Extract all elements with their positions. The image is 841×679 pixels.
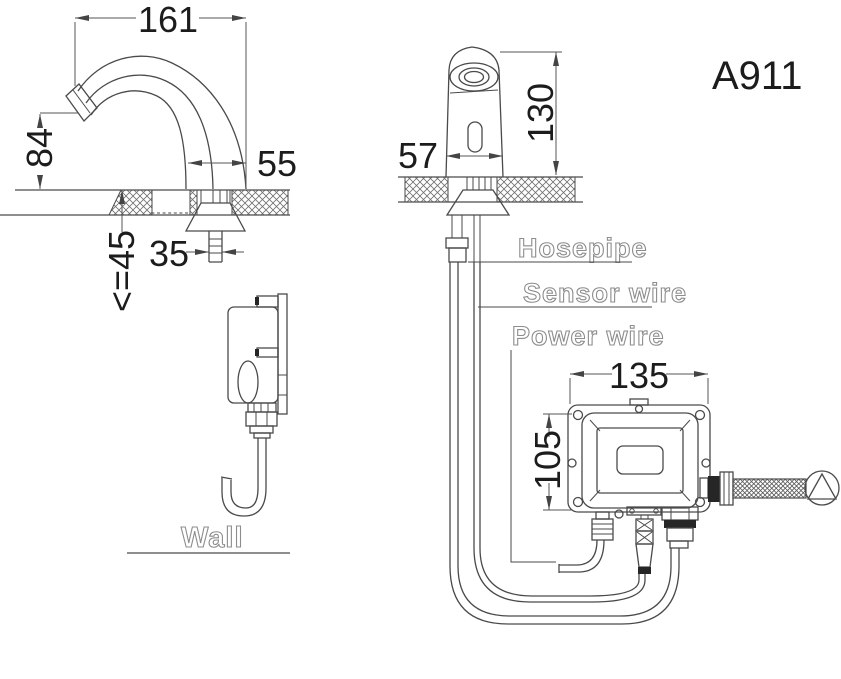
left-faucet-shank bbox=[184, 190, 247, 263]
wall-plate bbox=[277, 293, 288, 415]
spout-nozzle bbox=[65, 83, 98, 123]
wall-unit-hose-j-loop bbox=[220, 438, 267, 517]
top-screw-icon bbox=[634, 404, 644, 414]
dim-135: 135 bbox=[569, 355, 709, 404]
sensor-window bbox=[467, 121, 483, 153]
corner-screw-icon bbox=[572, 496, 584, 508]
braided-hose bbox=[732, 478, 807, 499]
sensor-wire-run-inner bbox=[479, 262, 640, 597]
pump-triangle-icon bbox=[806, 472, 838, 500]
wall-unit-outlet-fitting bbox=[245, 402, 278, 439]
power-connector bbox=[591, 511, 614, 541]
power-wire-run-inner bbox=[559, 539, 598, 566]
spout-outer-arc bbox=[77, 55, 247, 190]
dim-57: 57 bbox=[398, 135, 503, 176]
dim-shank-width-text: 35 bbox=[149, 233, 189, 274]
wall-unit-side-view: Wall bbox=[127, 293, 290, 555]
sensor-wire-run-outer bbox=[473, 262, 646, 603]
power-wire-label: Power wire bbox=[512, 321, 665, 351]
wall-unit-knob bbox=[237, 360, 259, 404]
connection-labels: Hosepipe Sensor wire Power wire bbox=[468, 232, 687, 563]
sensor-wire-label: Sensor wire bbox=[523, 278, 687, 308]
dim-105: 105 bbox=[527, 413, 572, 511]
counter-hole-dashed bbox=[151, 190, 188, 214]
control-box bbox=[567, 398, 711, 513]
hosepipe-run-outer bbox=[449, 262, 680, 625]
dim-55: 55 bbox=[188, 143, 297, 184]
spout-inner-arc bbox=[90, 90, 187, 190]
wall-label: Wall bbox=[181, 522, 244, 554]
dim-counter-thickness-text: <=45 bbox=[101, 230, 142, 312]
box-bottom-connectors bbox=[591, 506, 699, 574]
dim-max-thickness: <=45 bbox=[101, 190, 142, 312]
dim-box-height-text: 105 bbox=[527, 430, 568, 490]
power-wire-leader bbox=[510, 350, 556, 563]
corner-screw-icon bbox=[572, 409, 584, 421]
left-counter-section bbox=[0, 189, 290, 216]
right-view-sensor-faucet: A911 57 bbox=[398, 46, 840, 625]
dim-spout-height-text: 84 bbox=[19, 128, 60, 168]
spout-outlet-ring-outer bbox=[449, 62, 499, 92]
spout-middle-arc bbox=[85, 74, 214, 190]
dim-84: 84 bbox=[19, 112, 78, 189]
side-screw-icon bbox=[701, 458, 711, 468]
dim-35: 35 bbox=[149, 233, 244, 274]
dim-base-width-text: 55 bbox=[257, 143, 297, 184]
control-box-face bbox=[581, 412, 699, 509]
hosepipe-connector bbox=[661, 506, 699, 549]
hosepipe-run-inner bbox=[457, 262, 672, 617]
hose-and-wire-loops bbox=[449, 262, 680, 625]
sensor-faucet-body bbox=[445, 46, 504, 178]
dim-spout-reach-text: 161 bbox=[138, 0, 198, 40]
model-label: A911 bbox=[712, 54, 802, 98]
wall-unit-body bbox=[227, 306, 279, 404]
hosepipe-label: Hosepipe bbox=[518, 233, 648, 263]
control-box-inner-panel bbox=[596, 427, 684, 494]
dim-130: 130 bbox=[500, 51, 562, 175]
dim-box-width-text: 135 bbox=[609, 355, 669, 396]
box-side-hose-assembly bbox=[699, 470, 840, 506]
pump-symbol bbox=[804, 470, 840, 506]
dim-161: 161 bbox=[74, 0, 247, 186]
corner-screw-icon bbox=[694, 409, 706, 421]
dim-body-width-text: 57 bbox=[398, 135, 438, 176]
dim-body-height-text: 130 bbox=[520, 83, 561, 143]
right-counter-section bbox=[398, 176, 583, 203]
sensor-plug-connector bbox=[626, 506, 662, 574]
bottom-screw-icon bbox=[614, 509, 624, 519]
control-box-window bbox=[616, 445, 664, 475]
side-screw-icon bbox=[567, 458, 577, 468]
left-view-spout-faucet: 161 84 55 35 <=45 bbox=[0, 0, 297, 555]
power-wire-run-outer bbox=[559, 539, 605, 573]
